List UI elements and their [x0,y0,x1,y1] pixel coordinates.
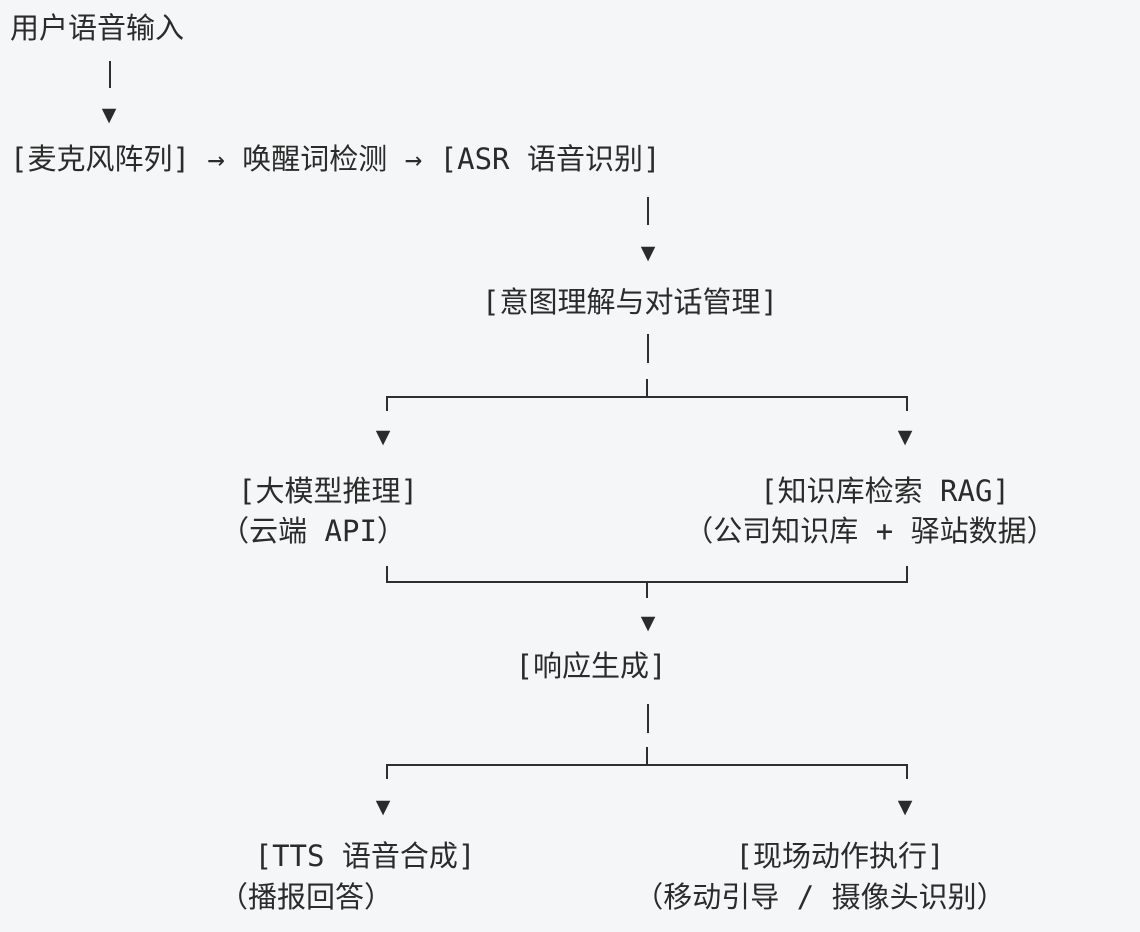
split-connector-horizontal [386,764,908,766]
connector-line-vertical [647,334,649,363]
node-tts-speech-synthesis-subtitle: （播报回答） [218,880,394,914]
node-mic-wakeword-asr-row: [麦克风阵列] → 唤醒词检测 → [ASR 语音识别] [10,142,661,176]
split-connector-stem [646,747,648,765]
node-llm-inference: [大模型推理] [238,474,418,508]
connector-line-vertical [109,61,111,88]
split-connector-horizontal [386,396,908,398]
split-connector-stem [646,379,648,397]
node-knowledge-retrieval-rag: [知识库检索 RAG] [760,474,1010,508]
node-onsite-action-execution: [现场动作执行] [735,839,945,873]
node-tts-speech-synthesis: [TTS 语音合成] [254,839,476,873]
node-knowledge-retrieval-rag-subtitle: （公司知识库 + 驿站数据） [684,514,1056,548]
down-arrow-icon: ▼ [375,796,391,818]
node-onsite-action-execution-subtitle: （移动引导 / 摄像头识别） [634,880,1006,914]
down-arrow-icon: ▼ [897,796,913,818]
down-arrow-icon: ▼ [375,426,391,448]
down-arrow-icon: ▼ [640,612,656,634]
node-user-voice-input: 用户语音输入 [10,11,185,45]
down-arrow-icon: ▼ [640,242,656,264]
merge-connector-left-riser [386,566,388,582]
split-connector-left-drop [386,764,388,779]
split-connector-right-drop [906,396,908,411]
node-intent-dialog-management: [意图理解与对话管理] [482,285,778,319]
merge-connector-stem [646,581,648,598]
connector-line-vertical [647,197,649,225]
node-llm-inference-subtitle: （云端 API） [220,514,406,548]
down-arrow-icon: ▼ [101,104,117,126]
split-connector-right-drop [906,764,908,779]
merge-connector-right-riser [906,566,908,582]
split-connector-left-drop [386,396,388,411]
node-response-generation: [响应生成] [515,649,667,683]
down-arrow-icon: ▼ [897,426,913,448]
connector-line-vertical [647,704,649,733]
